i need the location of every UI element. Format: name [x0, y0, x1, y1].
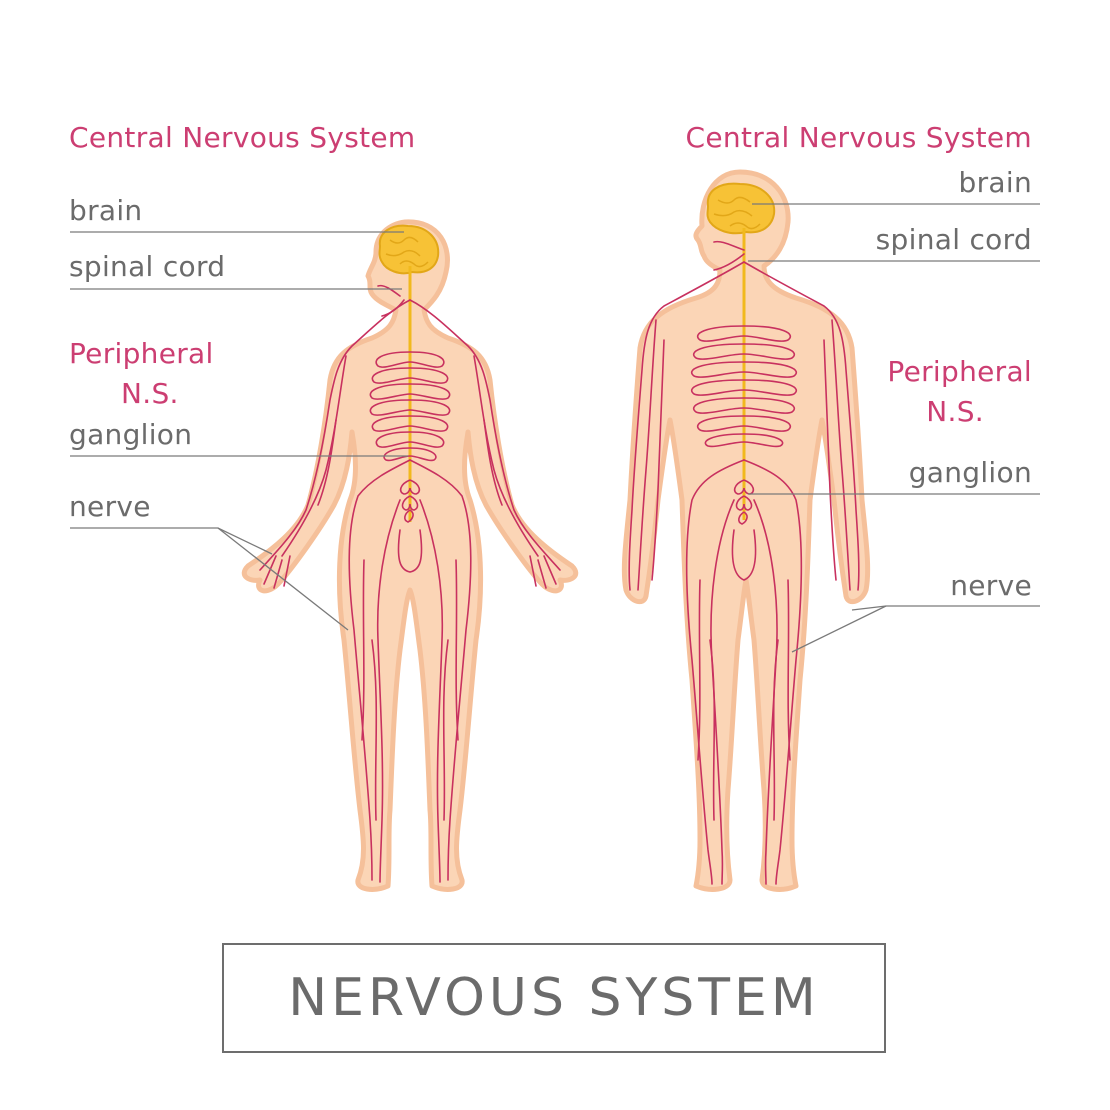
left-ganglion-label: ganglion — [69, 418, 193, 451]
female-peripheral-nerves — [259, 284, 561, 883]
leader-right-nerve-branch — [791, 605, 887, 653]
right-brain-label: brain — [958, 166, 1032, 199]
right-ns-label: N.S. — [926, 395, 984, 428]
left-brain-label: brain — [69, 194, 143, 227]
male-brain — [706, 182, 776, 235]
right-ganglion-label: ganglion — [908, 456, 1032, 489]
left-nerve-label: nerve — [69, 490, 151, 523]
male-peripheral-nerves — [628, 240, 860, 885]
male-figure — [621, 169, 871, 892]
right-nerve-label: nerve — [950, 569, 1032, 602]
female-rib-nerves — [369, 351, 451, 523]
female-figure — [241, 219, 579, 892]
male-body-silhouette — [621, 169, 871, 892]
left-ns-label: N.S. — [121, 377, 179, 410]
right-peripheral-label: Peripheral — [887, 355, 1032, 388]
left-spinal-cord-label: spinal cord — [69, 250, 226, 283]
male-rib-nerves — [690, 325, 798, 525]
right-spinal-cord-label: spinal cord — [875, 223, 1032, 256]
left-peripheral-label: Peripheral — [69, 337, 214, 370]
title-box: NERVOUS SYSTEM — [222, 943, 886, 1053]
diagram-title: NERVOUS SYSTEM — [288, 968, 820, 1028]
female-brain — [378, 224, 440, 275]
leader-left-nerve — [70, 527, 273, 555]
left-cns-label: Central Nervous System — [69, 121, 416, 154]
leader-left-nerve-branch — [217, 527, 349, 631]
right-cns-label: Central Nervous System — [685, 121, 1032, 154]
leader-lines — [70, 203, 1040, 653]
